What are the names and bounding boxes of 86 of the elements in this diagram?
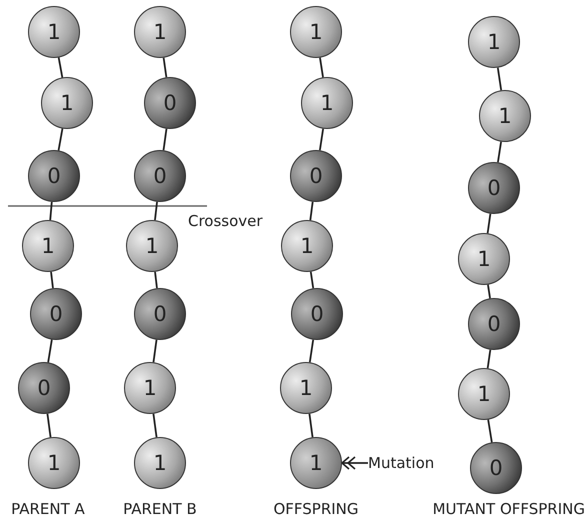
bit-value: 1 <box>41 234 55 258</box>
bit-value: 1 <box>320 91 334 115</box>
gene-circle <box>41 77 93 129</box>
gene-circle <box>290 150 342 202</box>
bit-value: 1 <box>300 234 314 258</box>
gene-circle <box>280 362 332 414</box>
gene-circle <box>470 442 522 494</box>
bit-value: 0 <box>153 164 167 188</box>
gene-circle <box>22 220 74 272</box>
gene-circle <box>124 362 176 414</box>
connector-line <box>319 58 324 78</box>
bit-value: 1 <box>143 376 157 400</box>
connector-line <box>154 202 158 220</box>
connector-line <box>154 272 158 288</box>
gene-circle <box>144 77 196 129</box>
bit-value: 1 <box>309 451 323 475</box>
gene-circle <box>134 437 186 489</box>
connector-line <box>486 350 492 368</box>
bit-value: 0 <box>310 302 324 326</box>
connector-line <box>47 340 53 362</box>
bit-value: 1 <box>477 247 491 271</box>
gene-circle <box>28 6 80 58</box>
connector-line <box>152 414 158 438</box>
bit-value: 1 <box>47 451 61 475</box>
connector-line <box>308 340 314 362</box>
bit-value: 1 <box>487 30 501 54</box>
column-label: MUTANT OFFSPRING <box>432 500 585 518</box>
bit-value: 0 <box>163 91 177 115</box>
gene-circle <box>291 288 343 340</box>
connector-line <box>58 57 64 78</box>
bit-value: 0 <box>487 312 501 336</box>
connector-line <box>162 128 168 150</box>
gene-circle <box>290 6 342 58</box>
gene-circle <box>458 233 510 285</box>
connector-line <box>58 128 64 151</box>
gene-circle <box>468 298 520 350</box>
gene-circle <box>479 90 531 142</box>
bit-value: 1 <box>299 376 313 400</box>
connector-line <box>486 214 492 234</box>
bit-value: 1 <box>47 20 61 44</box>
gene-circle <box>18 362 70 414</box>
callout-text: Mutation <box>368 452 434 474</box>
bit-value: 1 <box>498 104 512 128</box>
bit-value: 1 <box>309 20 323 44</box>
gene-circle <box>126 220 178 272</box>
connector-line <box>49 202 53 220</box>
gene-circle <box>468 162 520 214</box>
connector-line <box>487 420 493 442</box>
bit-value: 1 <box>153 20 167 44</box>
gene-circle <box>30 288 82 340</box>
gene-circle <box>290 437 342 489</box>
gene-circle <box>458 368 510 420</box>
connector-line <box>318 128 324 150</box>
gene-circle <box>301 77 353 129</box>
gene-circle <box>134 6 186 58</box>
connector-line <box>308 414 314 438</box>
gene-circle <box>281 220 333 272</box>
step-label: Crossover <box>188 212 263 230</box>
connector-line <box>487 284 491 298</box>
bit-value: 1 <box>145 234 159 258</box>
connector-line <box>310 272 314 288</box>
gene-circle <box>28 437 80 489</box>
connector-line <box>46 414 52 438</box>
column-label: PARENT A <box>11 500 85 518</box>
bit-value: 0 <box>47 164 61 188</box>
bit-value: 0 <box>489 456 503 480</box>
column-label: OFFSPRING <box>273 500 359 518</box>
gene-circle <box>134 288 186 340</box>
connector-line <box>152 340 158 362</box>
connector-line <box>309 202 314 220</box>
bit-value: 0 <box>153 302 167 326</box>
connector-line <box>496 68 502 90</box>
connector-line <box>50 272 54 288</box>
connector-line <box>162 58 168 78</box>
bit-value: 1 <box>60 91 74 115</box>
connector-line <box>497 142 502 162</box>
bit-value: 1 <box>477 382 491 406</box>
bit-value: 0 <box>309 164 323 188</box>
gene-circle <box>134 150 186 202</box>
gene-circle <box>28 150 80 202</box>
column-label: PARENT B <box>123 500 197 518</box>
bit-value: 0 <box>487 176 501 200</box>
bit-value: 1 <box>153 451 167 475</box>
bit-value: 0 <box>49 302 63 326</box>
gene-circle <box>468 16 520 68</box>
bit-value: 0 <box>37 376 51 400</box>
